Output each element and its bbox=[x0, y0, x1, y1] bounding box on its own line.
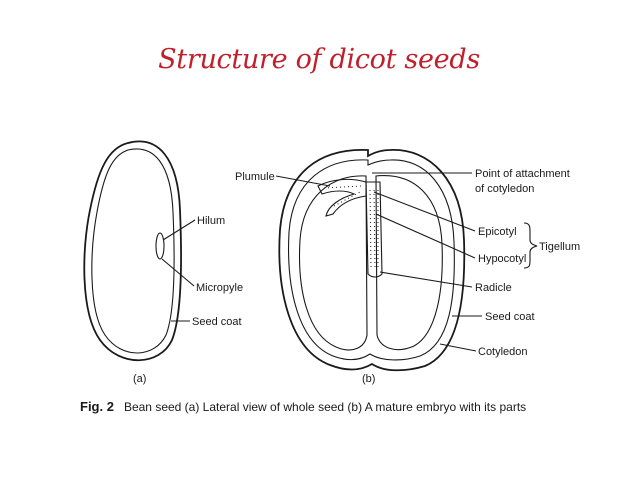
seed-coat-outer bbox=[83, 140, 182, 362]
whole-seed-diagram: Hilum Micropyle Seed coat (a) bbox=[83, 140, 243, 385]
caption-text: Bean seed (a) Lateral view of whole seed… bbox=[124, 400, 526, 414]
hypocotyl-leader bbox=[375, 213, 476, 259]
attachment-label-line2: of cotyledon bbox=[475, 183, 534, 195]
hilum-mark bbox=[155, 232, 165, 260]
cotyledon-left bbox=[298, 175, 368, 351]
hilum-label: Hilum bbox=[197, 215, 225, 227]
figure-b-sublabel: (b) bbox=[362, 373, 375, 385]
seed-coat-inner bbox=[91, 148, 175, 354]
hypocotyl-label: Hypocotyl bbox=[478, 253, 526, 265]
micropyle-label: Micropyle bbox=[196, 282, 243, 294]
seed-coat-label-a: Seed coat bbox=[192, 316, 242, 328]
cotyledon-label: Cotyledon bbox=[478, 346, 528, 358]
embryo-seed-coat-inner bbox=[288, 159, 455, 361]
caption-prefix: Fig. 2 bbox=[80, 399, 114, 414]
embryo-seed-coat-outer bbox=[278, 149, 466, 372]
plumule-dots bbox=[323, 185, 363, 207]
radicle-label: Radicle bbox=[475, 282, 512, 294]
hypocotyl-axis bbox=[365, 181, 383, 278]
plumule-leader bbox=[275, 175, 331, 187]
tigellum-label: Tigellum bbox=[539, 241, 580, 253]
seed-coat-label-b: Seed coat bbox=[485, 311, 535, 323]
epicotyl-label: Epicotyl bbox=[478, 226, 517, 238]
hilum-leader bbox=[162, 219, 196, 241]
cotyledon-right bbox=[375, 175, 443, 351]
tigellum-brace bbox=[523, 222, 538, 269]
embryo-diagram: Plumule Point of attachment of cotyledon… bbox=[235, 149, 580, 385]
radicle-leader bbox=[379, 271, 473, 288]
figure-caption: Fig. 2 Bean seed (a) Lateral view of who… bbox=[80, 398, 526, 415]
cotyledon-leader bbox=[439, 343, 477, 352]
attachment-label-line1: Point of attachment bbox=[475, 168, 570, 180]
plumule-label: Plumule bbox=[235, 171, 275, 183]
axis-dots bbox=[369, 189, 379, 269]
figure-a-sublabel: (a) bbox=[133, 373, 146, 385]
micropyle-leader bbox=[161, 258, 195, 287]
epicotyl-leader bbox=[373, 191, 476, 232]
plumule-shape bbox=[317, 178, 367, 217]
slide-title: Structure of dicot seeds bbox=[158, 44, 480, 75]
